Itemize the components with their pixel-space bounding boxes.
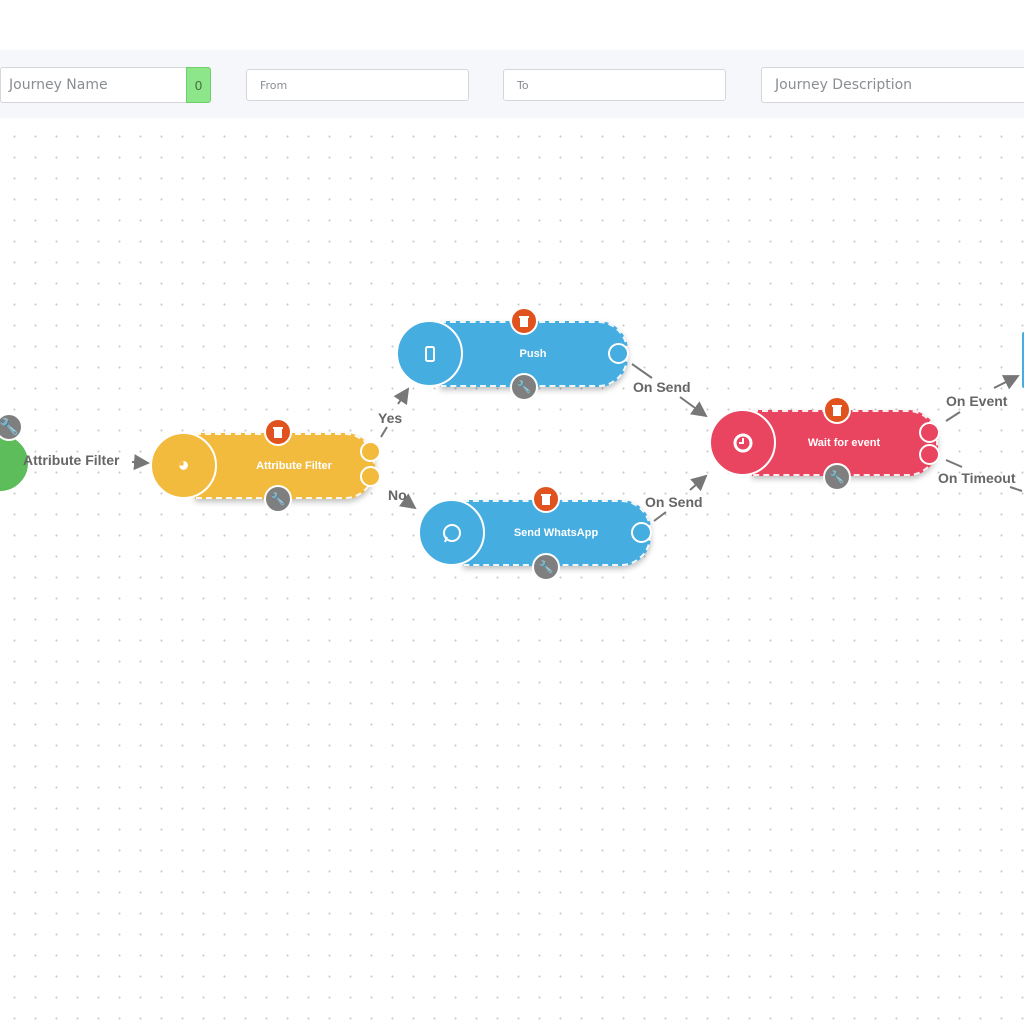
- edge-label-on-send-2: On Send: [645, 494, 703, 510]
- edge-on-timeout: [945, 459, 1023, 492]
- yes-port[interactable]: [360, 441, 381, 462]
- edge-whatsapp-send: [653, 476, 706, 522]
- edge-on-event: [945, 376, 1018, 422]
- edge-label-on-send: On Send: [633, 379, 691, 395]
- trash-icon[interactable]: [264, 418, 292, 446]
- journey-name-placeholder: Journey Name: [9, 77, 108, 93]
- edge-label-no: No: [388, 487, 407, 503]
- journey-name-input[interactable]: Journey Name: [0, 67, 187, 103]
- journey-header-bar: Journey Name 0 From To Journey Descripti…: [0, 50, 1024, 118]
- on-event-port[interactable]: [919, 422, 940, 443]
- node-label: Attribute Filter: [256, 460, 332, 472]
- node-label: Send WhatsApp: [513, 527, 599, 539]
- trash-icon[interactable]: [823, 396, 851, 424]
- node-label: Wait for event: [807, 437, 881, 449]
- journey-description-input[interactable]: Journey Description: [761, 67, 1024, 103]
- clock-icon: [709, 409, 776, 476]
- push-output-port[interactable]: [608, 343, 629, 364]
- wrench-icon[interactable]: 🔧: [510, 373, 538, 401]
- journey-canvas[interactable]: [0, 118, 1024, 1024]
- edge-yes: [380, 389, 408, 438]
- edge-label-yes: Yes: [378, 410, 403, 426]
- from-input[interactable]: From: [246, 69, 469, 101]
- on-timeout-port[interactable]: [919, 444, 940, 465]
- send-whatsapp-node[interactable]: Send WhatsApp: [463, 500, 651, 566]
- trash-icon[interactable]: [510, 307, 538, 335]
- no-port[interactable]: [360, 466, 381, 487]
- edge-label-on-event: On Event: [946, 393, 1008, 409]
- wrench-icon[interactable]: 🔧: [264, 485, 292, 513]
- push-node[interactable]: Push: [440, 321, 628, 387]
- edge-label-attribute-filter: Attribute Filter: [23, 452, 120, 468]
- whatsapp-icon: [418, 499, 485, 566]
- edge-no: [398, 493, 417, 510]
- to-placeholder: To: [517, 78, 529, 92]
- wrench-icon[interactable]: 🔧: [823, 463, 851, 491]
- to-input[interactable]: To: [503, 69, 726, 101]
- description-placeholder: Journey Description: [775, 77, 913, 93]
- next-node-partial[interactable]: [1020, 330, 1024, 390]
- edge-push-send: [631, 363, 706, 416]
- mobile-icon: [396, 320, 463, 387]
- trash-icon[interactable]: [532, 485, 560, 513]
- node-label: Push: [519, 348, 547, 360]
- start-settings-wrench-icon[interactable]: 🔧: [0, 413, 23, 441]
- from-placeholder: From: [260, 78, 288, 92]
- edge-label-on-timeout: On Timeout: [938, 470, 1016, 486]
- wrench-icon[interactable]: 🔧: [532, 553, 560, 581]
- journey-name-char-count: 0: [186, 67, 211, 103]
- pie-chart-icon: ◕: [150, 432, 217, 499]
- whatsapp-output-port[interactable]: [631, 522, 652, 543]
